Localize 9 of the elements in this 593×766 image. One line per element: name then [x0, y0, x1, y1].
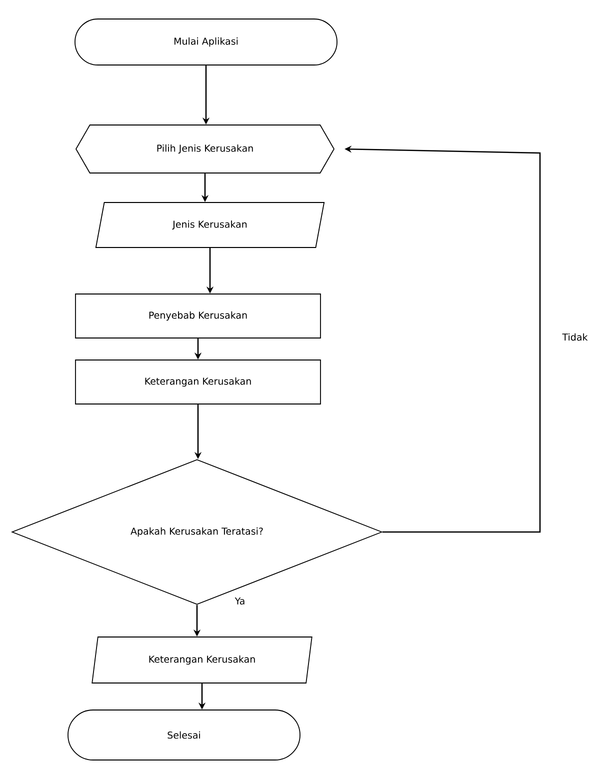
output-parallelogram: Keterangan Kerusakan [92, 636, 312, 684]
process-box: Keterangan Kerusakan [75, 360, 321, 404]
preparation-hexagon: Pilih Jenis Kerusakan [75, 124, 335, 174]
edge-label: Ya [234, 596, 246, 606]
edge-label: Tidak [561, 332, 589, 342]
start-terminal: Mulai Aplikasi [74, 18, 338, 66]
input-parallelogram: Jenis Kerusakan [95, 202, 325, 248]
process-box: Penyebab Kerusakan [75, 294, 321, 338]
end-terminal: Selesai [68, 710, 300, 760]
